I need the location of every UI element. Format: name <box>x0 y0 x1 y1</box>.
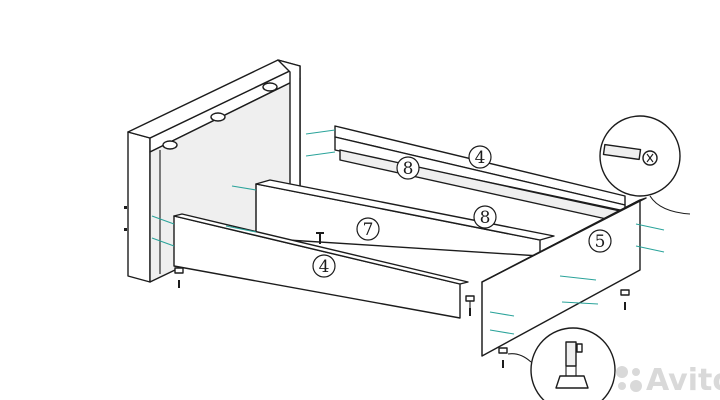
svg-text:5: 5 <box>595 232 606 252</box>
foot-pad <box>498 347 508 354</box>
assembly-guides <box>151 129 665 335</box>
svg-text:4: 4 <box>475 148 486 168</box>
shelf-fixture <box>262 82 278 92</box>
dowel-pin <box>319 232 321 244</box>
screw-icon <box>178 280 180 288</box>
dowel-pin <box>316 232 324 234</box>
part-label-middle-slat: 8 <box>473 205 497 229</box>
screw-icon <box>624 302 626 310</box>
svg-text:7: 7 <box>363 220 374 240</box>
avito-logo-icon <box>616 366 642 392</box>
svg-text:8: 8 <box>403 159 414 179</box>
screw-icon <box>602 143 658 166</box>
watermark-text: Avito <box>646 363 720 398</box>
part-label-side-panel: 5 <box>588 229 612 253</box>
watermark: Avito <box>616 363 720 398</box>
part-label-front-rail: 4 <box>312 254 336 278</box>
foot-pad <box>620 289 630 296</box>
shelf-fixture <box>210 112 226 122</box>
fasteners <box>174 232 630 368</box>
foot-pad <box>465 295 475 302</box>
wrench-detail <box>507 327 616 400</box>
screw-icon <box>502 360 504 368</box>
hex-key-icon <box>555 341 589 389</box>
part-label-top-rail: 4 <box>468 145 492 169</box>
svg-text:8: 8 <box>480 208 491 228</box>
part-label-upper-slat: 8 <box>396 156 420 180</box>
part-label-middle-panel: 7 <box>356 217 380 241</box>
foot-pad <box>174 267 184 274</box>
shelf-fixture <box>162 140 178 150</box>
screw-detail <box>599 115 691 215</box>
screw-icon <box>469 308 471 316</box>
svg-text:4: 4 <box>319 257 330 277</box>
